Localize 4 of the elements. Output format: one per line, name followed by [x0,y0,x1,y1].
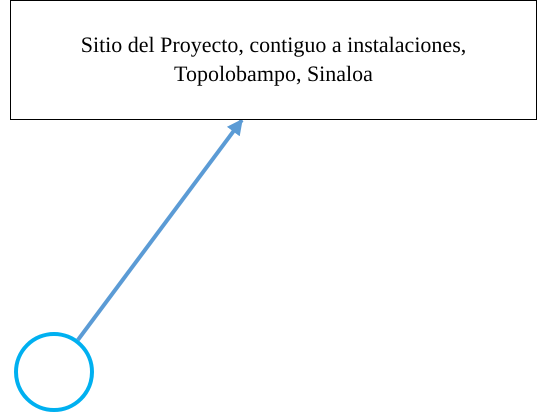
arrow [76,118,244,342]
text-box [10,0,537,120]
box-label: Sitio del Proyecto, contiguo a instalaciones, Topolobampo, Sinaloa [80,31,468,88]
circle [14,332,94,412]
